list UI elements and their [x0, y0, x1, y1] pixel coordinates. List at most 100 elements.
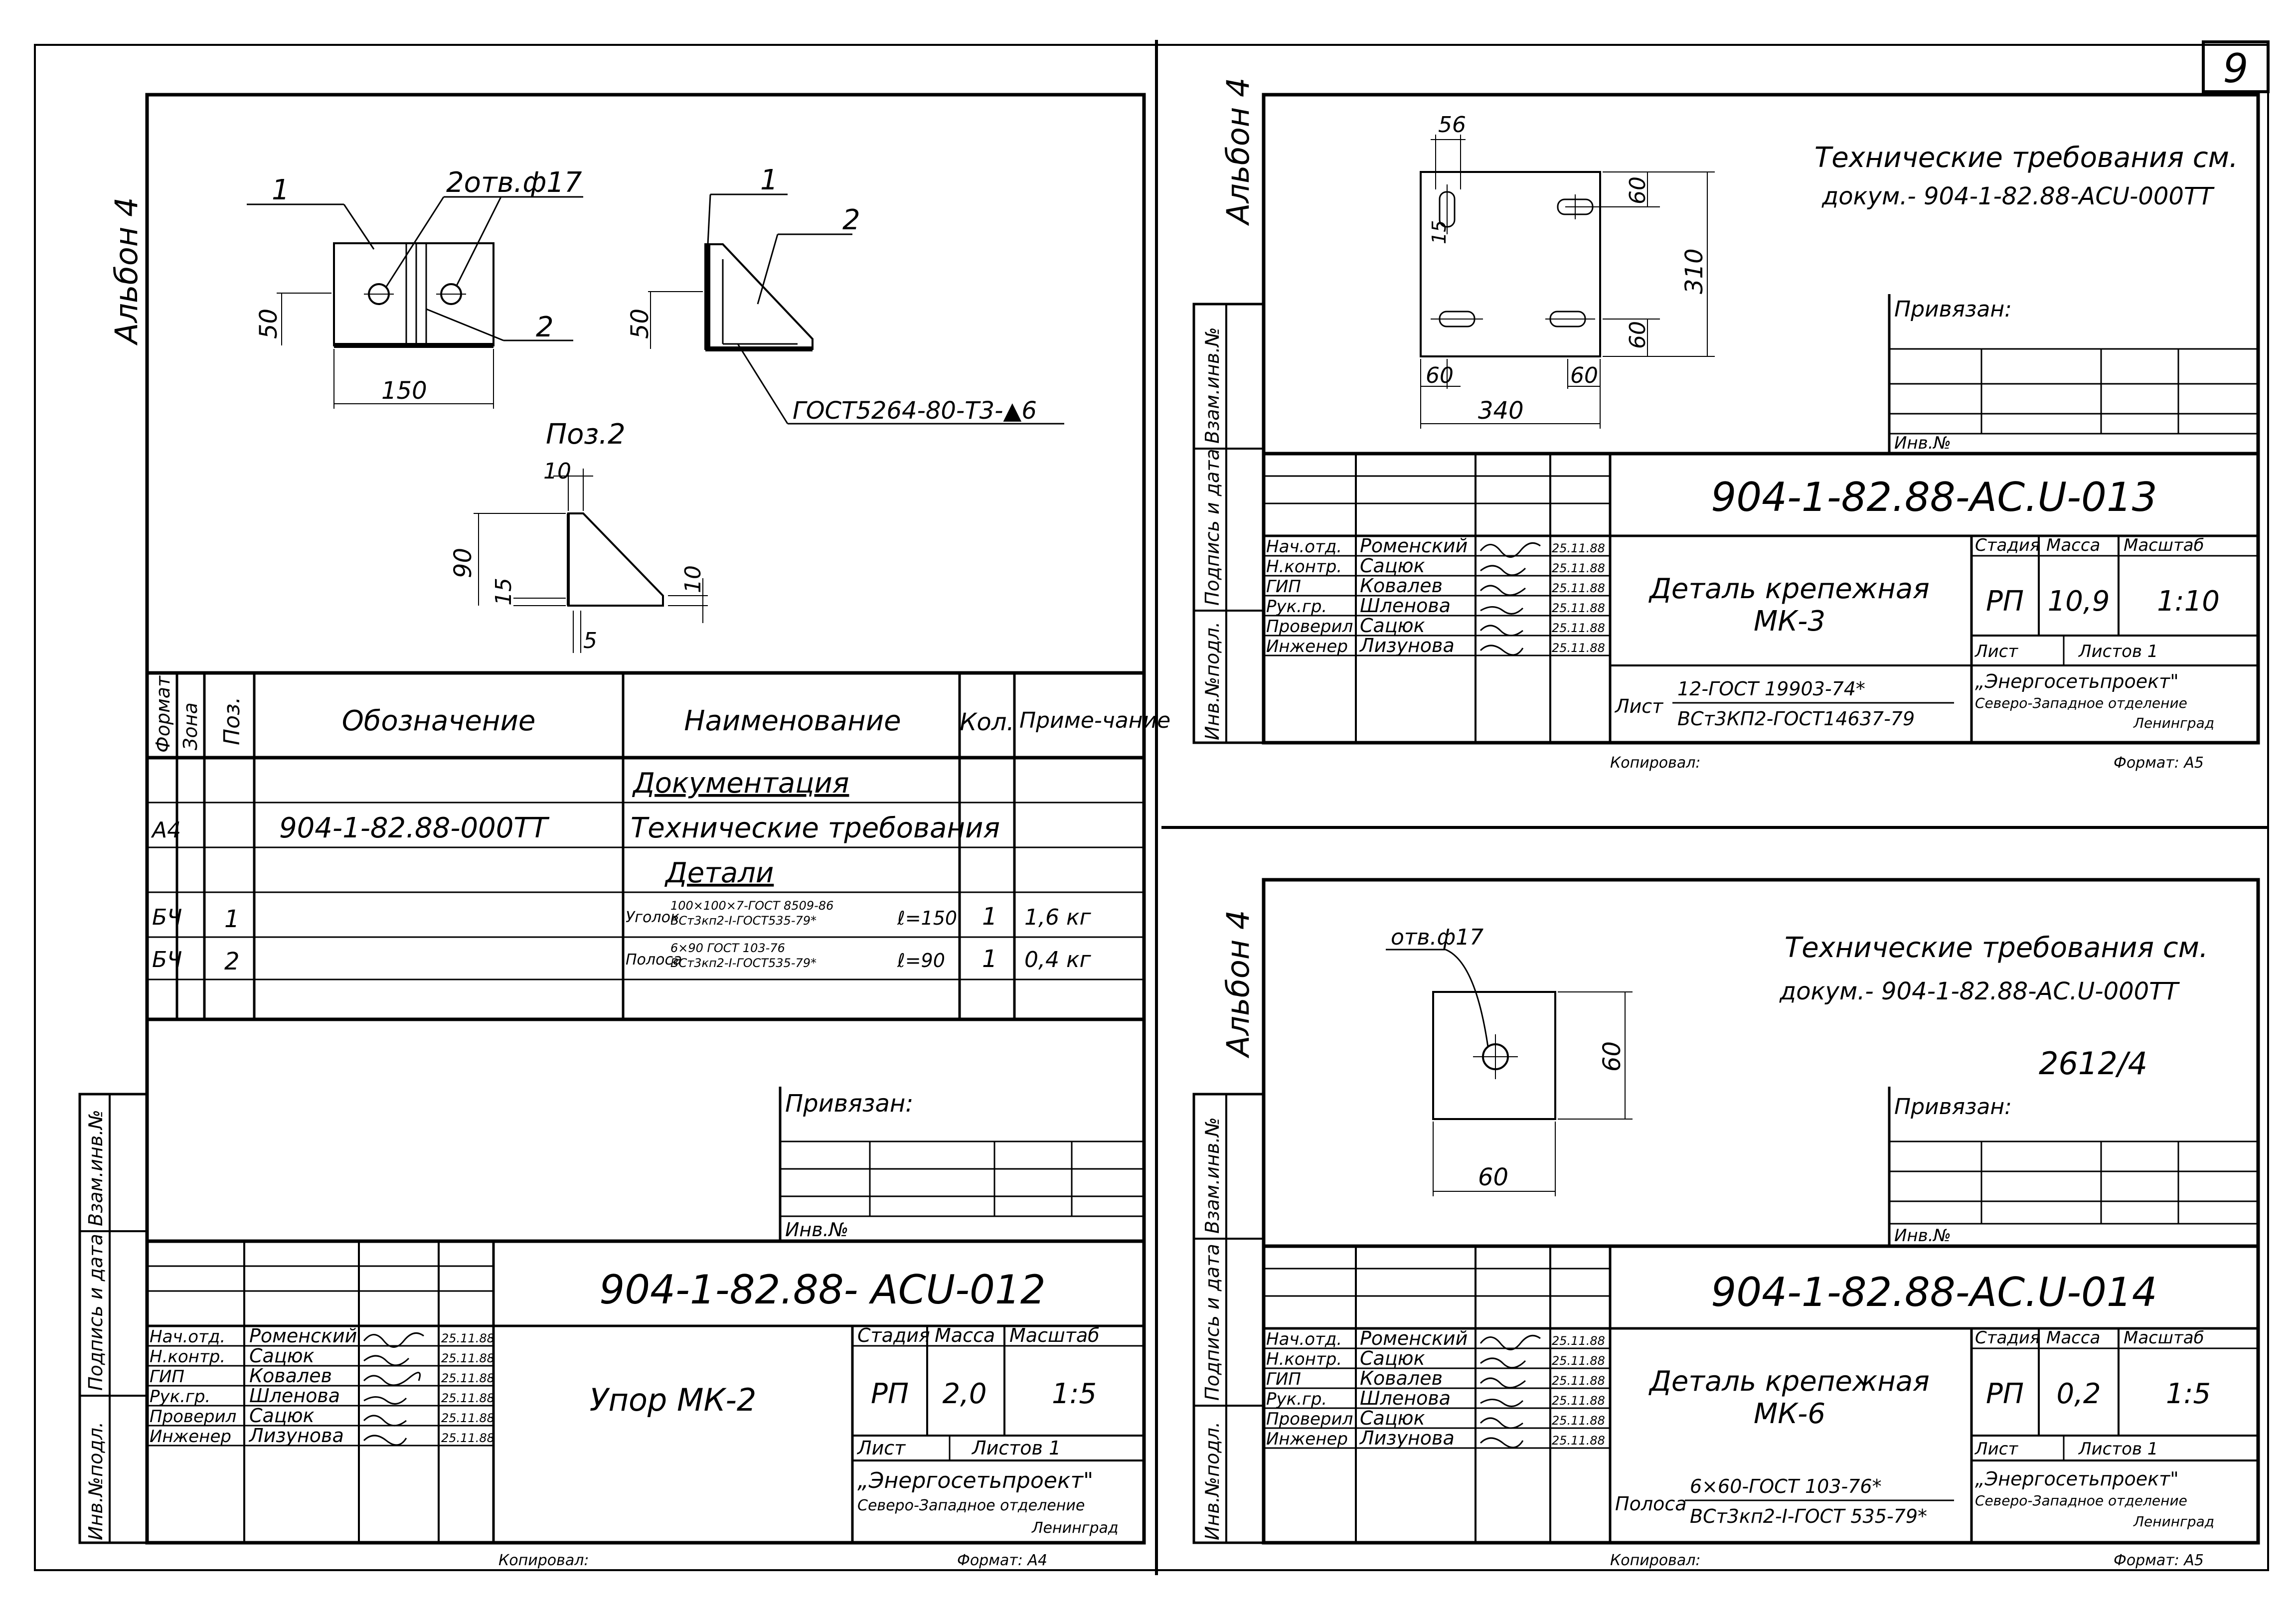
dim-50-b: 50 — [626, 309, 654, 339]
role-2-left: Н.контр. — [150, 1347, 225, 1367]
spec-head-pos: Поз. — [219, 697, 245, 745]
dim-60-bot: 60 — [1625, 321, 1650, 349]
mat-prefix-r2: Полоса — [1615, 1493, 1687, 1515]
inv-r2: Инв.№ — [1894, 1226, 1951, 1246]
spec-head-designation: Обозначение — [342, 705, 536, 737]
date-1-r1: 25.11.88 — [1552, 541, 1605, 555]
dim-60-right: 60 — [1570, 363, 1598, 388]
name-1-r1: Роменский — [1360, 535, 1468, 557]
doc-title1-r2: Деталь крепежная — [1648, 1365, 1930, 1398]
scale-val-r2: 1:5 — [2166, 1378, 2211, 1410]
spec-row5-name-a: Полоса — [626, 951, 682, 969]
mass-head-left: Масса — [935, 1324, 995, 1346]
privyazan-block-left — [779, 1087, 1144, 1241]
mass-head-r1: Масса — [2046, 535, 2100, 555]
side-label-vzam: Взам.инв.№ — [85, 1110, 107, 1226]
angle-drawing — [247, 196, 583, 409]
date-5-r1: 25.11.88 — [1552, 621, 1605, 635]
date-5-left: 25.11.88 — [441, 1411, 494, 1425]
spec-row4-pos: 1 — [224, 905, 240, 933]
tech-req-2-r1: докум.- 904-1-82.88-АСU-000ТТ — [1821, 182, 2215, 210]
date-2-r1: 25.11.88 — [1552, 561, 1605, 575]
date-4-left: 25.11.88 — [441, 1391, 494, 1405]
spec-row4-name-a: Уголок — [626, 909, 679, 926]
name-6-r1: Лизунова — [1359, 635, 1455, 656]
role-6-left: Инженер — [150, 1427, 231, 1447]
plate-014 — [1386, 949, 1633, 1196]
pos2-drawing — [474, 469, 708, 653]
pos2-dim-10: 10 — [543, 459, 571, 484]
dim-56: 56 — [1438, 112, 1466, 138]
title-block-left — [147, 1239, 1144, 1543]
privyazan-r1 — [1888, 294, 2258, 454]
side-inv-r2: Инв.№подл. — [1201, 1422, 1223, 1540]
list-r1: Лист — [1974, 642, 2018, 661]
name-4-left: Шленова — [249, 1385, 340, 1407]
spec-row4-format: БЧ — [152, 905, 182, 930]
role-6-r2: Инженер — [1266, 1429, 1348, 1449]
mat2-r1: ВСт3КП2-ГОСТ14637-79 — [1677, 708, 1915, 730]
role-2-r1: Н.контр. — [1266, 557, 1342, 577]
stage-head-r1: Стадия — [1975, 535, 2040, 555]
listov-left: Листов 1 — [971, 1437, 1061, 1459]
name-3-left: Ковалев — [249, 1365, 332, 1387]
name-6-r2: Лизунова — [1359, 1427, 1455, 1449]
left-sheet: Альбон 4 1 2отв.ф17 2 50 150 — [78, 93, 1170, 1569]
side-sign-r1: Подпись и дата — [1201, 449, 1223, 606]
right-top-sheet: Альбон 4 56 60 15 310 60 60 60 340 Техн — [1192, 78, 2260, 772]
format-r1: Формат: А5 — [2114, 754, 2204, 772]
date-4-r2: 25.11.88 — [1552, 1394, 1605, 1408]
title-block-r1 — [1264, 452, 2258, 743]
mass-val-r2: 0,2 — [2056, 1378, 2101, 1410]
role-1-left: Нач.отд. — [150, 1327, 225, 1347]
date-2-r2: 25.11.88 — [1552, 1354, 1605, 1368]
role-4-left: Рук.гр. — [150, 1387, 210, 1407]
doc-title-left: Упор МК-2 — [590, 1382, 757, 1418]
side-vzam-r1: Взам.инв.№ — [1201, 327, 1223, 444]
name-3-r2: Ковалев — [1360, 1367, 1443, 1389]
pos2-dim-90: 90 — [449, 548, 477, 578]
privyazan-left: Привязан: — [785, 1090, 913, 1118]
role-5-r1: Проверил — [1266, 617, 1353, 637]
callout-2-side: 2 — [842, 204, 860, 236]
name-3-r1: Ковалев — [1360, 575, 1443, 597]
side-strip-r1 — [1192, 303, 1265, 744]
date-3-r2: 25.11.88 — [1552, 1374, 1605, 1388]
spec-row2-designation: 904-1-82.88-000ТТ — [279, 812, 550, 844]
date-3-left: 25.11.88 — [441, 1371, 494, 1385]
name-6-left: Лизунова — [248, 1425, 344, 1447]
doc-code-r2: 904-1-82.88-АС.U-014 — [1711, 1269, 2157, 1315]
role-6-r1: Инженер — [1266, 637, 1348, 656]
side-sign-r2: Подпись и дата — [1201, 1244, 1223, 1401]
spec-row5-name-b: 6×90 ГОСТ 103-76 — [670, 941, 785, 955]
callout-1-side: 1 — [760, 164, 778, 196]
role-5-r2: Проверил — [1266, 1409, 1353, 1429]
org1-left: „Энергосетьпроект" — [857, 1468, 1093, 1493]
date-6-r1: 25.11.88 — [1552, 641, 1605, 655]
stage-head-r2: Стадия — [1975, 1328, 2040, 1348]
title-block-r2 — [1264, 1244, 2258, 1543]
plate-013 — [1420, 135, 1715, 429]
sheet-number: 9 — [2223, 45, 2249, 92]
spec-row-docs: Документация — [632, 767, 849, 800]
signatures-left — [363, 1332, 424, 1446]
side-vzam-r2: Взам.инв.№ — [1201, 1117, 1223, 1234]
kopir-r1: Копировал: — [1610, 754, 1701, 772]
mass-val-r1: 10,9 — [2048, 585, 2110, 618]
mat1-r2: 6×60-ГОСТ 103-76* — [1690, 1475, 1882, 1497]
inv-left: Инв.№ — [785, 1219, 848, 1241]
scale-head-r1: Масштаб — [2124, 535, 2204, 555]
date-5-r2: 25.11.88 — [1552, 1414, 1605, 1428]
role-3-r1: ГИП — [1266, 577, 1301, 597]
org2-r2: Северо-Западное отделение — [1975, 1492, 2187, 1509]
org1-r2: „Энергосетьпроект" — [1975, 1468, 2179, 1490]
privyazan-r2 — [1888, 1087, 2258, 1246]
date-4-r1: 25.11.88 — [1552, 601, 1605, 615]
mat2-r2: ВСт3кп2-I-ГОСТ 535-79* — [1690, 1505, 1927, 1527]
stage-val-r2: РП — [1986, 1378, 2024, 1410]
name-2-left: Сацюк — [249, 1345, 315, 1367]
spec-head-note: Приме-чание — [1019, 708, 1170, 733]
doc-code-r1: 904-1-82.88-АС.U-013 — [1711, 474, 2157, 520]
spec-head-zone: Зона — [179, 702, 201, 750]
format-r2: Формат: А5 — [2114, 1552, 2204, 1569]
